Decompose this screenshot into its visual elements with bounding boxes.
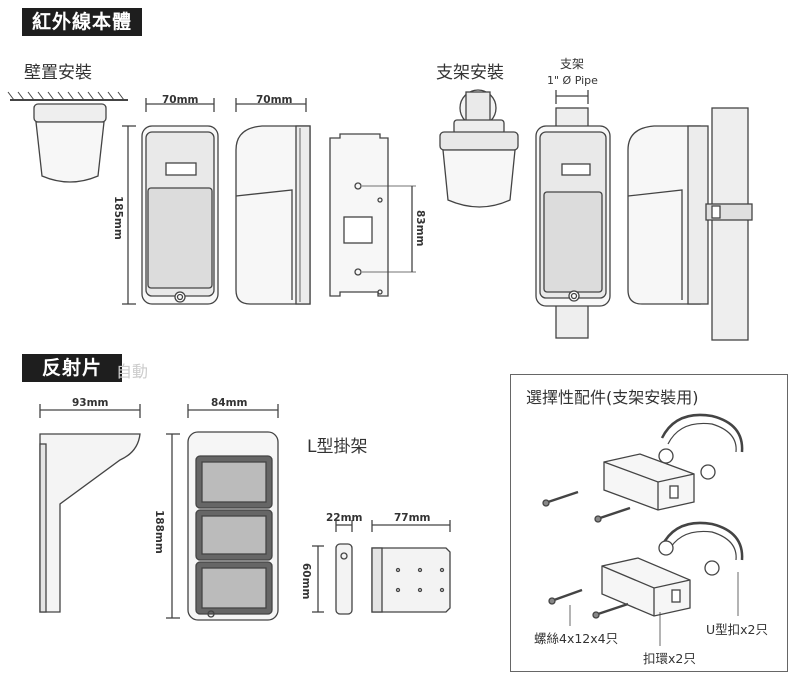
sensor-side-view xyxy=(235,98,311,305)
pipe-label: 1" Ø Pipe xyxy=(547,74,598,87)
l-bracket-drawing xyxy=(312,520,451,615)
reflector-front-view xyxy=(166,404,279,621)
sensor-on-pipe-front xyxy=(535,90,611,339)
dim-reflector-front-width: 84mm xyxy=(211,397,248,409)
l-bracket-label: L型掛架 xyxy=(307,437,368,457)
reflector-ghost-text: 自動 xyxy=(116,362,149,381)
dim-reflector-width: 93mm xyxy=(72,397,109,409)
wall-mount-drawing xyxy=(7,91,128,183)
dim-side-width: 70mm xyxy=(256,94,293,106)
u-clamp-label: U型扣x2只 xyxy=(706,622,768,637)
section-title-ir-body: 紅外線本體 xyxy=(22,8,143,36)
bracket-mount-label: 支架安裝 xyxy=(436,63,504,83)
sensor-front-view xyxy=(122,98,219,305)
bracket-mount-drawing xyxy=(439,89,519,208)
buckle-label: 扣環x2只 xyxy=(643,651,696,666)
screws-label: 螺絲4x12x4只 xyxy=(534,631,619,646)
sensor-on-pipe-side xyxy=(627,107,753,341)
optional-accessories-title: 選擇性配件(支架安裝用) xyxy=(526,388,699,407)
dim-l-large-width: 77mm xyxy=(394,512,431,524)
optional-accessories-drawing xyxy=(542,413,744,646)
section-title-reflector: 反射片 xyxy=(22,354,123,382)
dim-l-small-width: 22mm xyxy=(326,512,363,524)
wall-mount-label: 壁置安裝 xyxy=(24,63,92,83)
bracket-label: 支架 xyxy=(560,57,585,71)
optional-accessories-box xyxy=(510,374,788,672)
reflector-side-view xyxy=(39,404,141,613)
mounting-plate xyxy=(329,133,416,297)
dim-front-width: 70mm xyxy=(162,94,199,106)
